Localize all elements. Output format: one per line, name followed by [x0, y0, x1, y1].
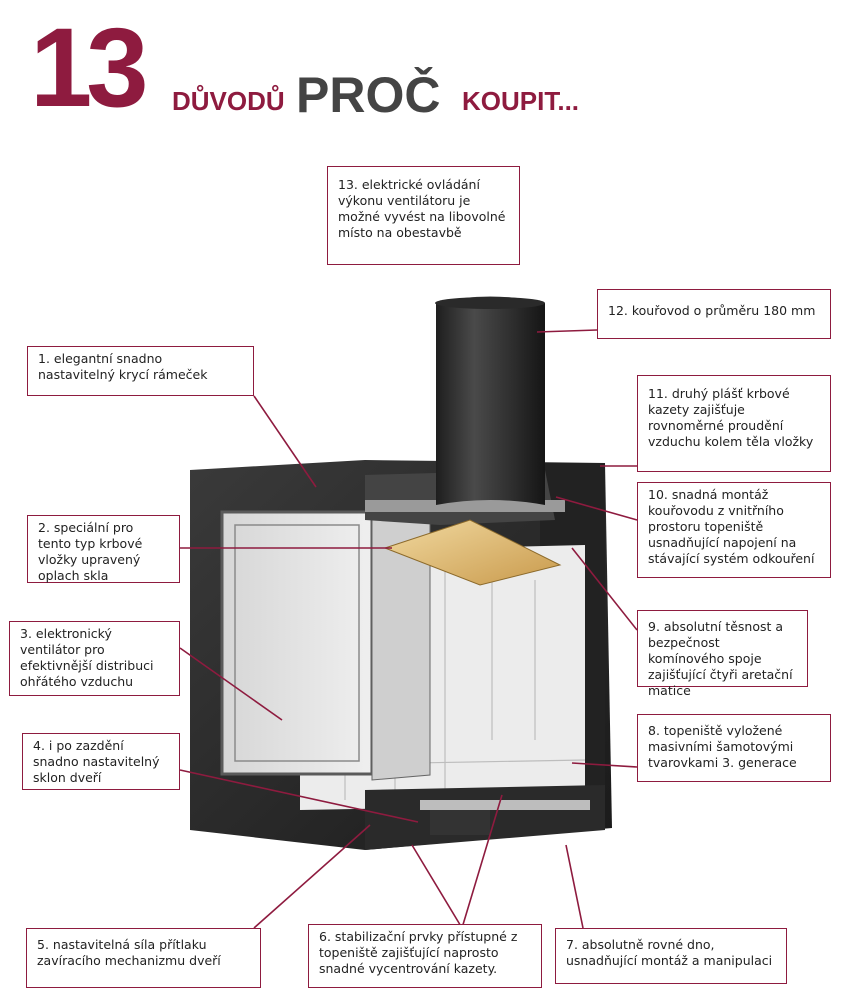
- callout-10: 10. snadná montáž kouřovodu z vnitřního …: [637, 482, 831, 578]
- callout-5: 5. nastavitelná síla přítlaku zavíracího…: [26, 928, 261, 988]
- title-number: 13: [30, 5, 149, 130]
- callout-7: 7. absolutně rovné dno, usnadňující mont…: [555, 928, 787, 984]
- title-word-buy: KOUPIT...: [462, 86, 580, 116]
- top-rail: [365, 500, 565, 512]
- callout-11: 11. druhý plášť krbové kazety zajišťuje …: [637, 375, 831, 472]
- flue-pipe: [436, 296, 545, 505]
- callout-3: 3. elektronický ventilátor pro efektivně…: [9, 621, 180, 696]
- callout-6: 6. stabilizační prvky přístupné z topeni…: [308, 924, 542, 988]
- glass-door: [220, 510, 374, 776]
- callout-12: 12. kouřovod o průměru 180 mm: [597, 289, 831, 339]
- bottom-rail: [420, 800, 590, 810]
- title-word-reasons: DŮVODŮ: [172, 86, 285, 116]
- callout-1: 1. elegantní snadno nastavitelný krycí r…: [27, 346, 254, 396]
- callout-2: 2. speciální pro tento typ krbové vložky…: [27, 515, 180, 583]
- stabilizer-block: [430, 810, 490, 835]
- door-frame-inner: [234, 524, 360, 762]
- callout-8: 8. topeniště vyložené masivními šamotový…: [637, 714, 831, 782]
- baffle-plate: [383, 519, 562, 586]
- title-word-why: PROČ: [296, 67, 441, 123]
- callout-9: 9. absolutní těsnost a bezpečnost komíno…: [637, 610, 808, 698]
- callout-13: 13. elektrické ovládání výkonu ventiláto…: [327, 166, 520, 265]
- callout-4: 4. i po zazdění snadno nastavitelný sklo…: [22, 733, 180, 790]
- leader-lines: [179, 329, 638, 929]
- flue-pipe-top: [435, 297, 545, 309]
